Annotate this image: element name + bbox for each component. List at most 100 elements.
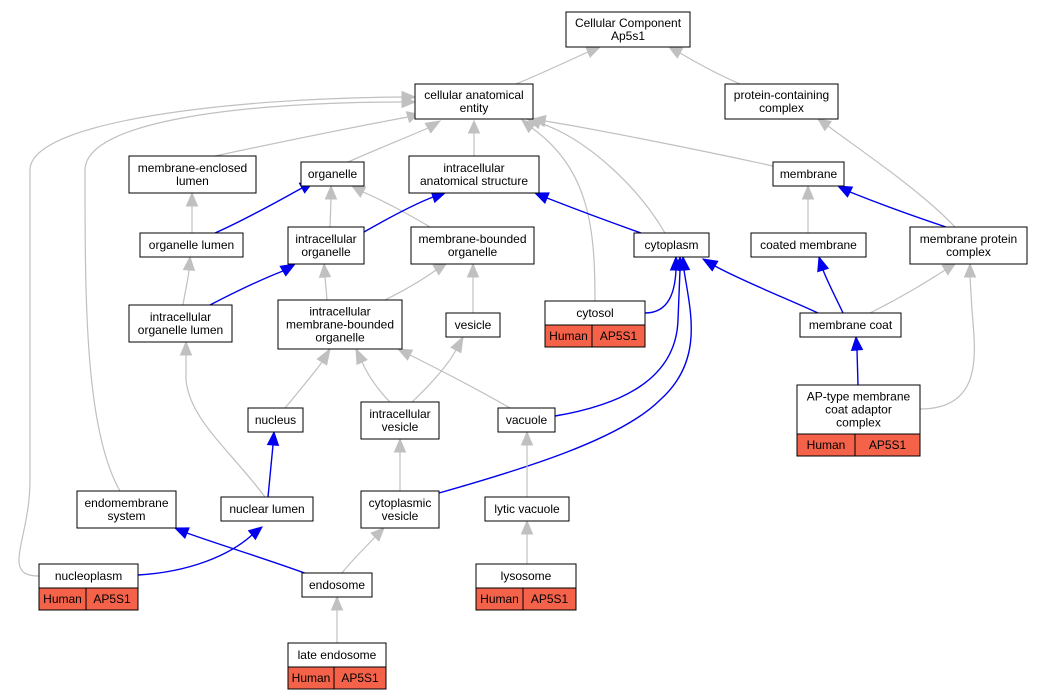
is-a-arrowhead [185,191,199,207]
node-box [139,232,244,258]
annotation-species-label: Human [549,329,588,343]
is-a-edge-line [185,355,266,498]
is-a-edge-line [384,269,437,301]
annotation-species-label: Human [480,592,519,606]
part-of-edge-line [363,196,434,233]
edge-intracellular-organelle-lumen-to-intracellular-organelle [209,263,297,306]
is-a-edge-line [324,276,328,301]
is-a-edge-line [827,125,956,228]
edge-endosome-to-cytoplasmic-vesicle [341,527,385,574]
part-of-edge-line [546,197,642,234]
edge-intracellular-vesicle-to-vesicle [411,335,464,403]
node-box [300,161,365,187]
is-a-edge-line [531,127,596,302]
node-organelle[interactable]: organelle [300,161,365,187]
node-vesicle[interactable]: vesicle [445,312,501,338]
node-endosome[interactable]: endosome [301,572,373,598]
node-label-line: complex [759,101,804,115]
part-of-edge-line [822,269,844,314]
node-organelle-lumen[interactable]: organelle lumen [139,232,244,258]
node-label-line: organelle lumen [138,323,223,337]
node-vacuole[interactable]: vacuole [497,407,556,433]
node-box [360,490,440,529]
edge-intracellular-membrane-bounded-organelle-to-membrane-bounded-organelle [384,263,448,301]
node-label-line: cellular anatomical [424,88,523,102]
is-a-arrowhead [520,430,534,446]
node-box [277,299,403,350]
is-a-edge-line [214,116,409,157]
is-a-arrowhead [801,184,815,200]
node-box [220,496,314,522]
edge-endosome-to-endomembrane-system [173,527,311,576]
node-label-line: organelle lumen [149,238,234,252]
is-a-arrowhead [370,527,385,542]
node-label-line: entity [460,101,489,115]
part-of-edge-line [186,532,311,576]
is-a-arrowhead [466,262,480,278]
part-of-arrowhead [677,255,691,271]
node-label-line: cytosol [576,306,613,320]
part-of-arrowhead [817,255,830,273]
edge-organelle-to-cellular-anatomical-entity [347,120,442,163]
edge-cytosol-to-cellular-anatomical-entity [521,119,596,302]
node-coated-membrane[interactable]: coated membrane [750,232,867,258]
node-box [287,226,365,265]
node-label-line: nucleoplasm [55,569,122,583]
node-membrane[interactable]: membrane [772,161,845,187]
node-label-line: endosome [309,578,365,592]
edge-ap-type-membrane-coat-adaptor-complex-to-membrane-protein-complex [919,262,977,410]
node-label-line: organelle [301,245,351,259]
annotation-gene-cell [854,433,921,457]
edge-organelle-lumen-to-membrane-enclosed-lumen [185,191,199,233]
part-of-arrowhead [266,430,280,446]
edge-membrane-enclosed-lumen-to-cellular-anatomical-entity [214,111,420,157]
node-membrane-coat[interactable]: membrane coat [799,312,902,338]
node-label-line: endomembrane [84,496,168,510]
part-of-edge-line [856,349,859,386]
is-a-edge-line [18,96,403,577]
node-label-line: complex [946,245,991,259]
node-nuclear-lumen[interactable]: nuclear lumen [220,496,314,522]
is-a-arrowhead [467,119,481,134]
node-box [750,232,867,258]
edge-membrane-coat-to-membrane-protein-complex [869,263,957,314]
node-box [445,312,501,338]
edge-membrane-to-cellular-anatomical-entity [531,114,774,167]
node-nucleus[interactable]: nucleus [247,407,304,433]
edges-layer [18,46,977,643]
edge-intracellular-organelle-lumen-to-organelle-lumen [182,255,196,306]
is-a-arrowhead [585,46,602,58]
node-cytoplasm[interactable]: cytoplasm [633,232,710,258]
node-box [772,161,845,187]
is-a-arrowhead [393,437,407,453]
node-label-line: nuclear lumen [229,502,304,516]
node-label-line: lytic vacuole [494,502,560,516]
node-label-line: nucleus [255,413,296,427]
edge-cytoplasm-to-intracellular-anatomical-structure [533,192,642,234]
part-of-edge-line [849,191,947,228]
node-lytic-vacuole[interactable]: lytic vacuole [484,496,570,522]
node-box [128,155,257,194]
node-box [414,83,534,120]
is-a-edge-line [411,349,457,403]
node-box [484,496,570,522]
